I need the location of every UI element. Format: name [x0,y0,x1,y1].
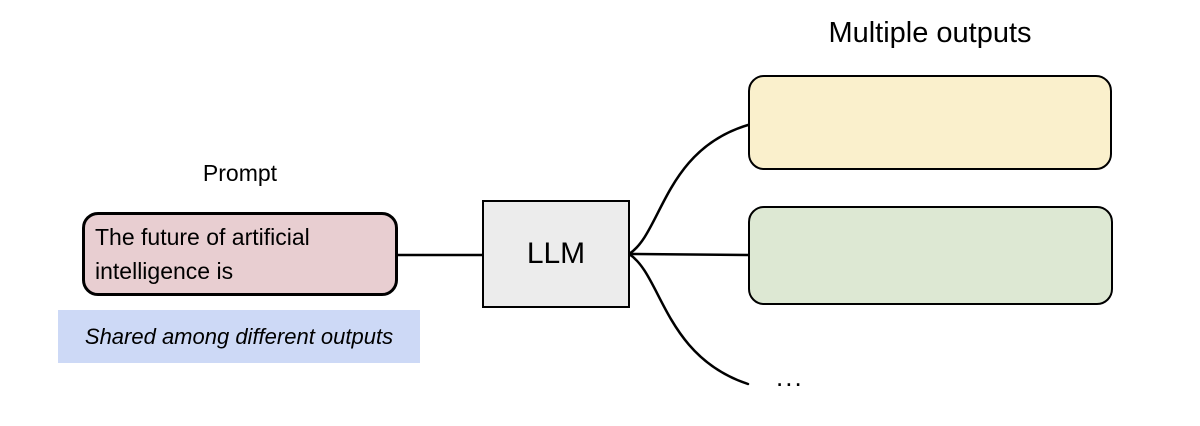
llm-to-output1-curve [627,123,750,256]
prompt-box-text: The future of artificial intelligence is [95,224,310,284]
output-box-2 [748,206,1113,305]
llm-to-ellipsis-curve [627,252,750,386]
more-outputs-ellipsis: ... [776,362,804,392]
llm-box: LLM [482,200,630,308]
llm-box-label: LLM [526,237,586,270]
output-box-1 [748,75,1112,170]
shared-note-text: Shared among different outputs [84,323,394,349]
llm-to-output2-line [627,252,750,257]
prompt-box: The future of artificial intelligence is [82,212,398,296]
outputs-title: Multiple outputs [828,17,1032,49]
prompt-title: Prompt [202,160,278,186]
shared-note-label: Shared among different outputs [58,310,420,363]
